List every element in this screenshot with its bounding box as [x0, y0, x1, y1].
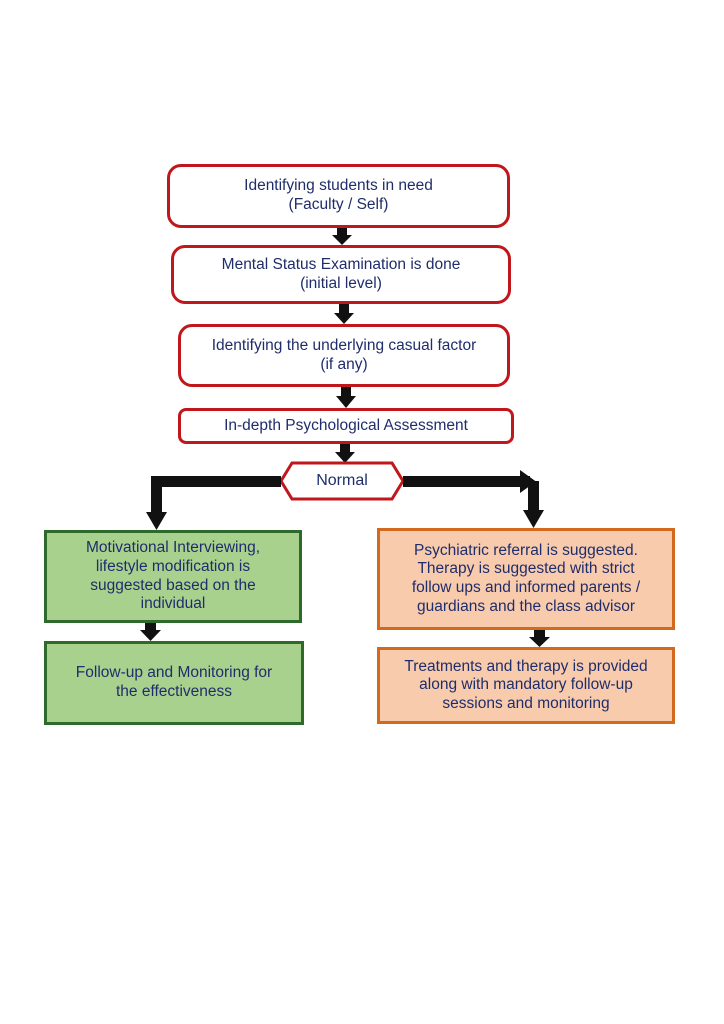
step-psychological-assessment: In-depth Psychological Assessment — [178, 408, 514, 444]
right-treatment-box: Treatments and therapy is provided along… — [377, 647, 675, 724]
step-mse-line1: Mental Status Examination is done — [221, 255, 461, 273]
step-identify-students: Identifying students in need (Faculty / … — [167, 164, 510, 228]
arrow-mse-to-cause — [334, 304, 354, 324]
referral-line1: Psychiatric referral is suggested. — [414, 541, 638, 559]
treatment-line1: Treatments and therapy is provided — [404, 657, 648, 675]
treatment-line2: along with mandatory follow-up — [419, 676, 633, 694]
arrow-identify-to-mse — [332, 228, 352, 245]
step-identify-cause: Identifying the underlying casual factor… — [178, 324, 510, 387]
followup-line1: Follow-up and Monitoring for — [75, 664, 273, 682]
referral-line4: guardians and the class advisor — [417, 597, 635, 615]
arrow-assessment-to-decision — [335, 444, 355, 463]
treatment-line3: sessions and monitoring — [442, 694, 610, 712]
step-cause-line1: Identifying the underlying casual factor — [211, 336, 477, 354]
left-motivational-box: Motivational Interviewing, lifestyle mod… — [44, 530, 302, 623]
motivational-line3: suggested based on the — [90, 576, 256, 594]
step-identify-line2: (Faculty / Self) — [288, 196, 389, 213]
arrow-decision-to-left-branch — [146, 476, 281, 530]
step-cause-line2: (if any) — [320, 355, 368, 373]
step-assessment-line1: In-depth Psychological Assessment — [224, 416, 468, 434]
step-identify-line1: Identifying students in need — [244, 177, 433, 195]
referral-line3: follow ups and informed parents / — [411, 579, 641, 596]
step-mental-status-exam: Mental Status Examination is done (initi… — [171, 245, 511, 304]
followup-line2: the effectiveness — [115, 683, 233, 700]
arrow-referral-to-treatment — [529, 630, 550, 647]
arrow-motivational-to-followup — [140, 623, 161, 641]
arrow-cause-to-assessment — [336, 387, 356, 408]
left-followup-box: Follow-up and Monitoring for the effecti… — [44, 641, 304, 725]
referral-line2: Therapy is suggested with strict — [417, 560, 635, 578]
step-mse-line2: (initial level) — [300, 274, 382, 292]
right-referral-box: Psychiatric referral is suggested. Thera… — [377, 528, 675, 630]
motivational-line4: individual — [140, 595, 206, 613]
decision-label: Normal — [316, 472, 368, 489]
arrow-decision-to-right-branch — [403, 470, 544, 528]
motivational-line1: Motivational Interviewing, — [85, 539, 261, 557]
motivational-line2: lifestyle modification is — [95, 557, 251, 575]
